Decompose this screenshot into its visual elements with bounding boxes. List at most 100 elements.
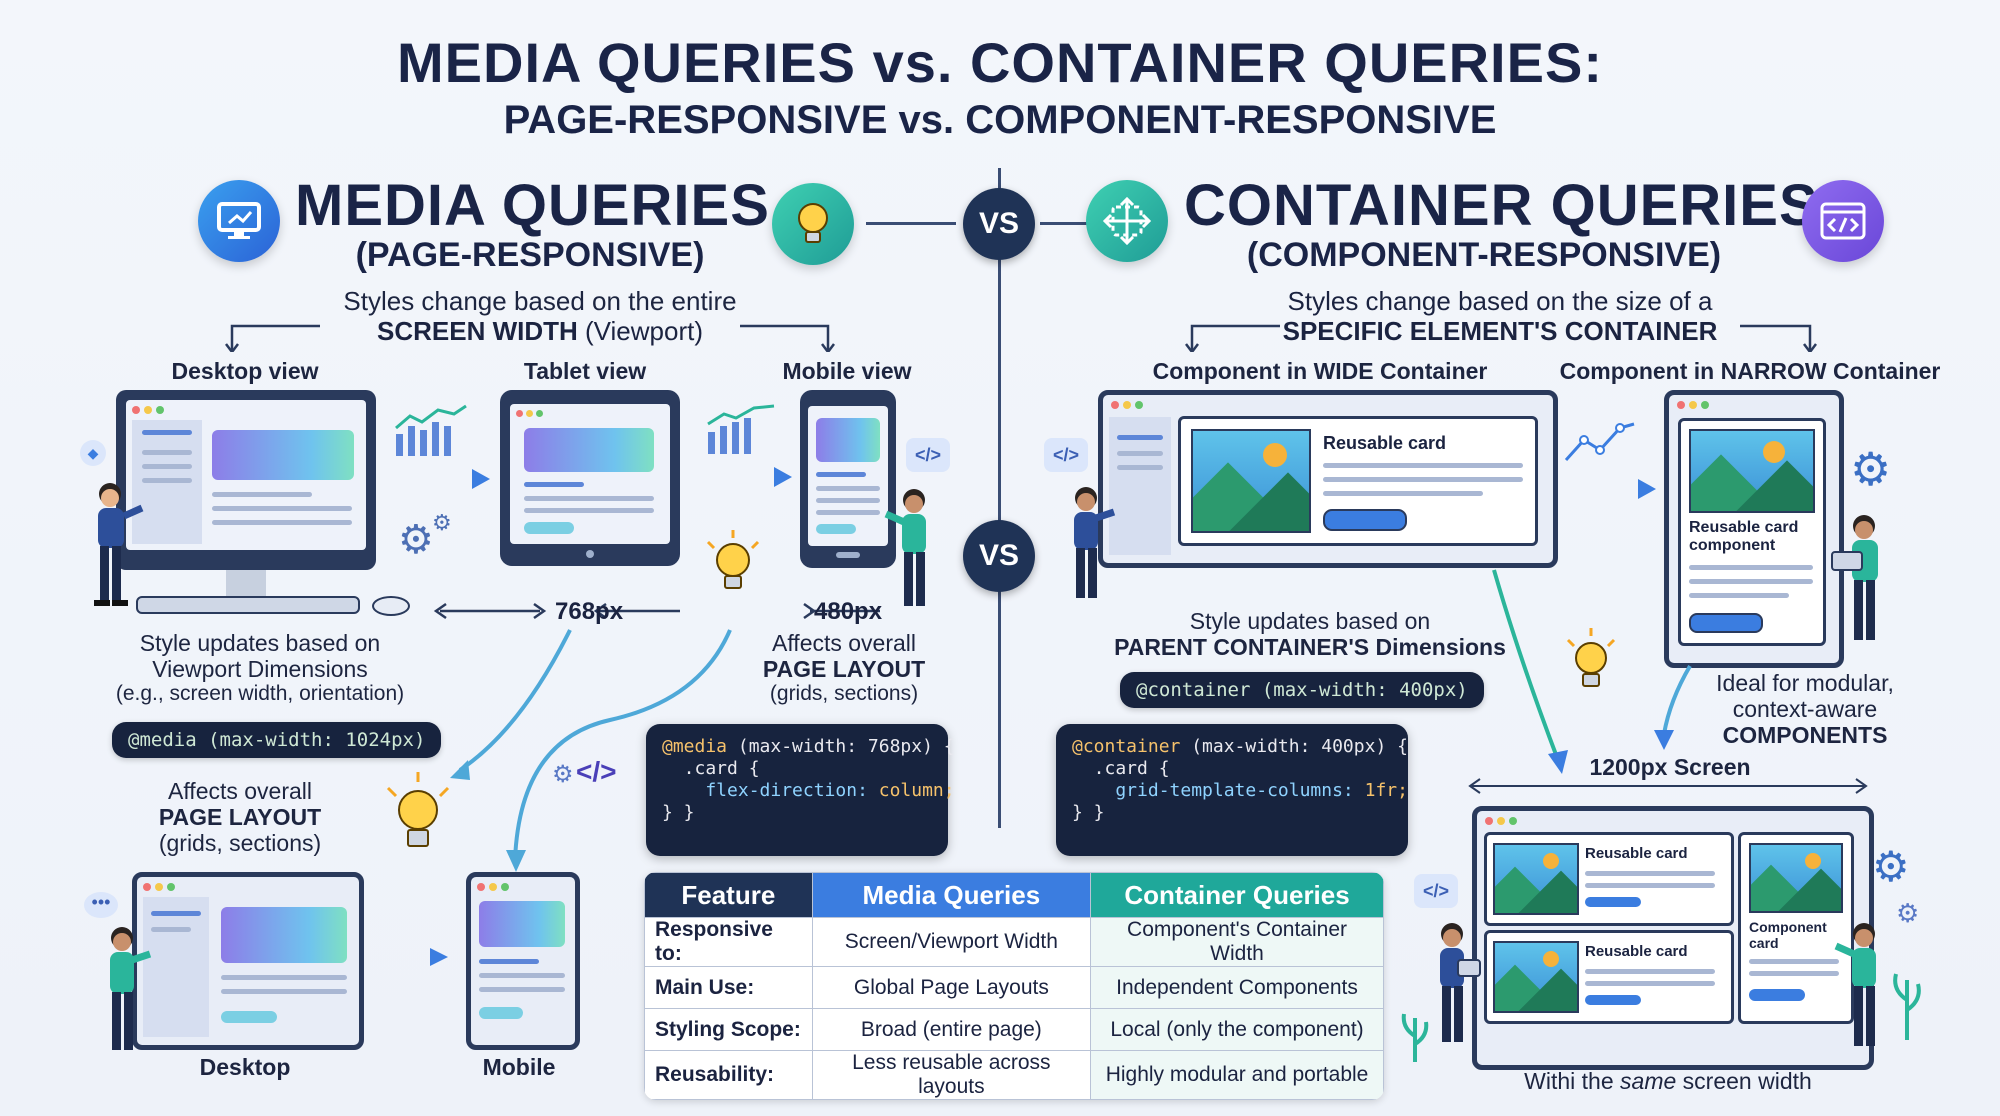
arrow-tablet-mobile <box>688 467 792 487</box>
table-cell-media: Less reusable across layouts <box>811 1050 1092 1100</box>
media-affects-2: PAGE LAYOUT <box>762 656 926 682</box>
curved-arrows <box>450 629 732 872</box>
code-value: column; <box>867 780 955 801</box>
chat-icon: ••• <box>84 892 118 918</box>
table-cell-feature: Responsive to: <box>644 917 813 967</box>
reusable-card-narrow: Reusable card component <box>1678 418 1826 646</box>
table-header-media: Media Queries <box>811 872 1092 918</box>
vs-connector-right <box>1040 222 1090 225</box>
lightbulb-icon <box>772 183 854 265</box>
media-desc-line2: SCREEN WIDTH (Viewport) <box>250 316 830 347</box>
gem-icon: ◆ <box>80 440 106 466</box>
grid-card-b: Reusable card <box>1484 930 1734 1024</box>
screen-width-arrow <box>1468 778 1868 794</box>
gear-icon: ⚙ <box>432 510 452 535</box>
media-style-updates-2: Viewport Dimensions <box>152 656 368 682</box>
code-property: grid-template-columns: <box>1072 780 1354 801</box>
breakpoint-768: 768px <box>555 598 624 625</box>
media-affects-1: Affects overall <box>771 630 917 656</box>
bottom-mobile-window <box>466 872 580 1050</box>
media-subheading: (PAGE-RESPONSIVE) <box>355 236 705 274</box>
table-cell-media: Screen/Viewport Width <box>811 917 1092 967</box>
narrow-container-label: Component in NARROW Container <box>1559 358 1941 384</box>
tablet-device <box>500 390 680 566</box>
container-subheading: (COMPONENT-RESPONSIVE) <box>1246 236 1722 274</box>
media-desc-bold: SCREEN WIDTH <box>376 316 578 346</box>
media-desc-bracket <box>225 324 835 352</box>
table-cell-media: Global Page Layouts <box>811 966 1092 1009</box>
caption-text: screen width <box>1676 1068 1812 1094</box>
keyboard <box>136 596 360 614</box>
bottom-desktop-label: Desktop <box>199 1054 291 1080</box>
container-style-updates-2: PARENT CONTAINER'S Dimensions <box>1114 634 1506 660</box>
card-button[interactable] <box>1323 509 1407 531</box>
center-divider <box>998 168 1001 828</box>
image-placeholder-icon <box>1191 429 1311 533</box>
breakpoint-arrows <box>433 602 880 620</box>
chart-icon <box>395 404 467 456</box>
bottom-mobile-label: Mobile <box>482 1054 556 1080</box>
grid-card-c: Component card <box>1738 832 1854 1024</box>
move-arrows-icon <box>1086 180 1168 262</box>
monitor-icon <box>198 180 280 262</box>
table-cell-feature: Styling Scope: <box>644 1008 813 1051</box>
table-row: Responsive to: Screen/Viewport Width Com… <box>644 917 1384 967</box>
image-placeholder-icon <box>1749 843 1843 913</box>
card-button[interactable] <box>1585 995 1641 1005</box>
image-placeholder-icon <box>1493 941 1579 1013</box>
container-style-updates-1: Style updates based on <box>1189 608 1431 634</box>
gear-icon: ⚙ <box>1896 898 1920 928</box>
media-desc-line1: Styles change based on the entire <box>343 286 737 316</box>
mobile-view-label: Mobile view <box>782 358 912 384</box>
ideal-line3: COMPONENTS <box>1722 722 1888 748</box>
person-icon <box>94 483 144 606</box>
vs-badge-top: VS <box>963 188 1035 260</box>
gear-icon: ⚙ <box>552 761 574 788</box>
media-pill-code: @media (max-width: 1024px) <box>112 722 442 758</box>
table-header-container: Container Queries <box>1090 872 1384 918</box>
curved-arrows-right <box>1492 569 1692 774</box>
container-desc-line1: Styles change based on the size of a <box>1287 286 1713 316</box>
mouse <box>372 596 410 616</box>
table-header-row: Feature Media Queries Container Queries <box>644 872 1384 918</box>
lightbulb-icon <box>1566 628 1616 687</box>
person-icon <box>1831 515 1878 640</box>
desktop-view-label: Desktop view <box>171 358 319 384</box>
table-cell-container: Component's Container Width <box>1090 917 1384 967</box>
lightbulb-icon <box>386 772 450 847</box>
gear-icon: ⚙ <box>1872 843 1910 890</box>
card-button[interactable] <box>1585 897 1641 907</box>
grid-card-a: Reusable card <box>1484 832 1734 926</box>
container-heading: CONTAINER QUERIES <box>1184 173 1819 238</box>
card-title: Reusable card <box>1585 943 1688 960</box>
image-placeholder-icon <box>1493 843 1579 915</box>
chart-icon <box>1564 422 1635 462</box>
table-cell-feature: Main Use: <box>644 966 813 1009</box>
plant-icon <box>1892 960 1922 1040</box>
code-tag-icon: </> <box>906 438 950 472</box>
person-icon <box>1440 923 1481 1042</box>
gear-icon: ⚙ <box>398 518 434 562</box>
screen-1200-label: 1200px Screen <box>1589 754 1751 780</box>
card-button[interactable] <box>1749 989 1805 1001</box>
arrow-wide-narrow <box>1562 479 1656 499</box>
gear-icon: ⚙ <box>1850 443 1892 495</box>
code-window-icon <box>1802 180 1884 262</box>
card-title: Component card <box>1749 919 1827 951</box>
table-cell-media: Broad (entire page) <box>811 1008 1092 1051</box>
table-cell-container: Local (only the component) <box>1090 1008 1384 1051</box>
table-cell-container: Independent Components <box>1090 966 1384 1009</box>
code-tag-icon: </> <box>576 756 617 787</box>
card-button[interactable] <box>1689 613 1763 633</box>
reusable-card-wide: Reusable card <box>1178 416 1538 546</box>
same-width-caption: Withi the same screen width <box>1468 1068 1868 1095</box>
bottom-desktop-window <box>132 872 364 1050</box>
code-tag-icon: </> <box>1414 874 1458 908</box>
vs-badge-middle: VS <box>963 520 1035 592</box>
table-cell-container: Highly modular and portable <box>1090 1050 1384 1100</box>
code-text: (max-width: 768px) { <box>727 736 955 757</box>
code-text: .card { <box>662 758 760 779</box>
media-style-updates-1: Style updates based on <box>139 630 381 656</box>
media-code-block: @media (max-width: 768px) { .card { flex… <box>646 724 955 856</box>
image-placeholder-icon <box>1689 429 1815 513</box>
